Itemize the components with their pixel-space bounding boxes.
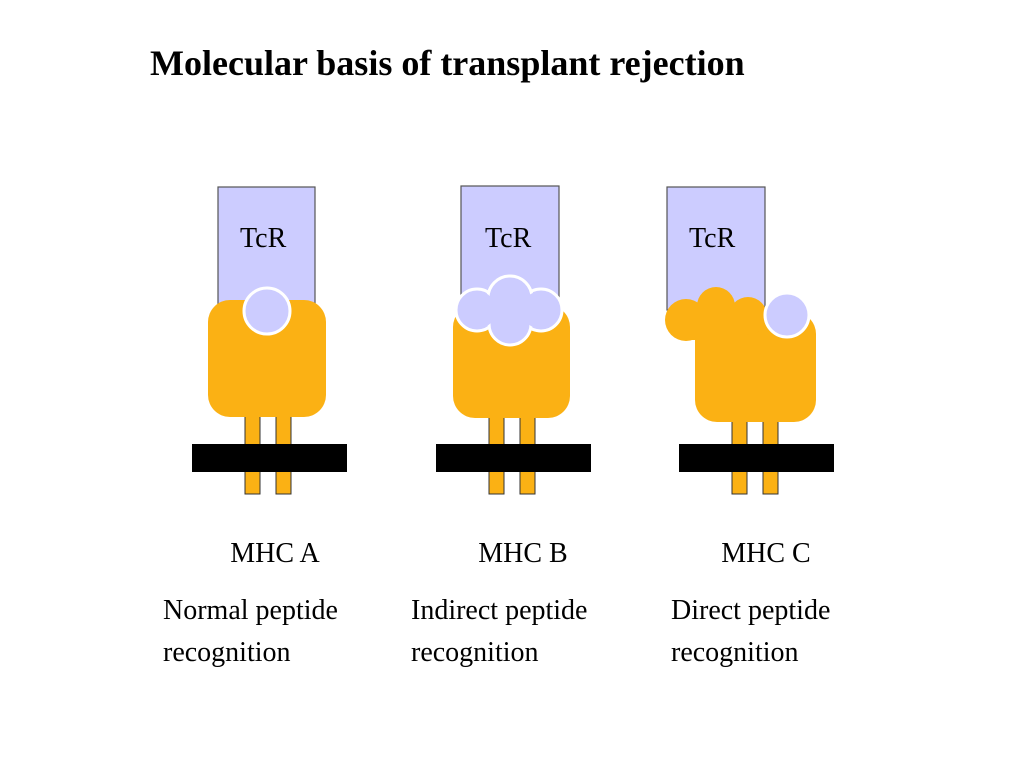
page-title: Molecular basis of transplant rejection xyxy=(150,43,745,83)
panel-a: TcR xyxy=(192,186,347,495)
cell-membrane-a xyxy=(192,444,347,472)
panel-c: TcR xyxy=(665,186,834,495)
description-b-line1: Indirect peptide xyxy=(411,595,588,626)
panel-b: TcR xyxy=(436,185,591,495)
mhc-protrusion-c xyxy=(665,287,767,341)
description-c-line2: recognition xyxy=(671,637,799,668)
description-b-line2: recognition xyxy=(411,637,539,668)
description-b: Indirect peptide recognition xyxy=(411,590,587,674)
description-a-line1: Normal peptide xyxy=(163,595,338,626)
mhc-label-b: MHC B xyxy=(478,538,568,569)
description-a: Normal peptide recognition xyxy=(163,590,338,674)
peptide-a xyxy=(242,286,292,336)
peptide-c xyxy=(763,291,811,339)
cell-membrane-c xyxy=(679,444,834,472)
mhc-label-c: MHC C xyxy=(721,538,811,569)
description-c-line1: Direct peptide xyxy=(671,595,831,626)
description-a-line2: recognition xyxy=(163,637,291,668)
mhc-label-a: MHC A xyxy=(230,538,320,569)
tcr-label-a: TcR xyxy=(240,223,287,254)
tcr-label-b: TcR xyxy=(485,223,532,254)
tcr-label-c: TcR xyxy=(689,223,736,254)
peptide-cluster-b xyxy=(454,274,564,347)
description-c: Direct peptide recognition xyxy=(671,590,830,674)
cell-membrane-b xyxy=(436,444,591,472)
mhc-molecule-b xyxy=(453,305,570,418)
mhc-molecule-a xyxy=(208,300,326,417)
